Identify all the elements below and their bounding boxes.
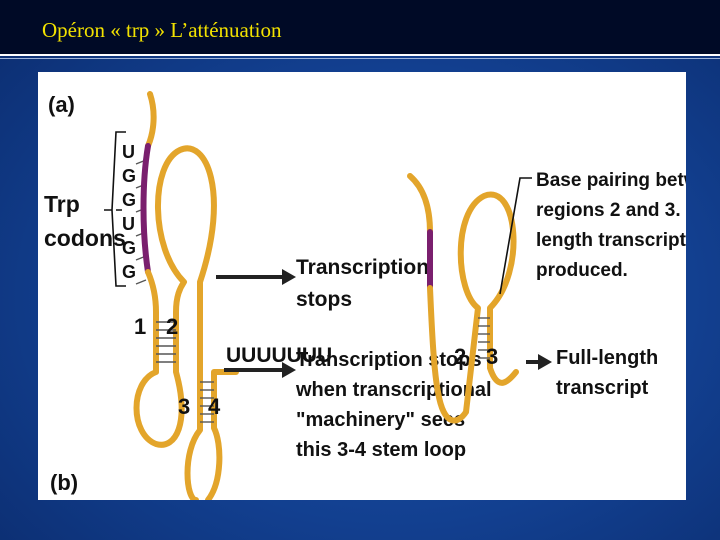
- stop-text-line-2: stops: [296, 288, 352, 311]
- region-3-label: 3: [178, 394, 190, 419]
- trp-label: Trp: [44, 191, 80, 217]
- trp-codon-segment: [144, 146, 149, 272]
- attenuation-figure: (a) (b) Trp codons U G G U G G: [38, 72, 686, 500]
- stop-arrow-head: [282, 269, 296, 285]
- region-2-label: 2: [166, 314, 178, 339]
- codon-letter: G: [122, 238, 136, 258]
- codon-letters: U G G U G G: [122, 142, 136, 282]
- codon-letter: U: [122, 214, 135, 234]
- pairing-note: Base pairing between regions 2 and 3. Fu…: [536, 170, 686, 281]
- slide-title: Opéron « trp » L’atténuation: [42, 18, 282, 43]
- codon-letter: G: [122, 262, 136, 282]
- attenuation-diagram: (a) (b) Trp codons U G G U G G: [38, 72, 686, 500]
- region-1-label: 1: [134, 314, 146, 339]
- region-2-right-label: 2: [454, 344, 466, 369]
- panel-a-label: (a): [48, 92, 75, 117]
- full-length-arrow-head: [538, 354, 552, 370]
- codon-letter: G: [122, 190, 136, 210]
- pairing-note-line: length transcript: [536, 230, 686, 251]
- codon-letter: G: [122, 166, 136, 186]
- full-length-line-1: Full-length: [556, 347, 658, 369]
- full-length-line-2: transcript: [556, 377, 649, 399]
- title-divider: [0, 54, 720, 56]
- pairing-note-line: regions 2 and 3. Full-: [536, 200, 686, 221]
- title-divider-thin: [0, 58, 720, 59]
- region-3-right-label: 3: [486, 344, 498, 369]
- region-4-label: 4: [208, 394, 221, 419]
- attenuator-text-line: this 3-4 stem loop: [296, 439, 466, 461]
- attenuator-text-line: "machinery" sees: [296, 409, 465, 431]
- leader-rna-5prime: [148, 94, 154, 146]
- attenuator-text-line: when transcriptional: [295, 379, 492, 401]
- codon-letter: U: [122, 142, 135, 162]
- stop-text-line-1: Transcription: [296, 256, 429, 279]
- antiterminator-rna-5prime: [410, 176, 430, 232]
- pairing-note-line: Base pairing between: [536, 170, 686, 191]
- pairing-note-line: produced.: [536, 260, 628, 281]
- panel-b-label: (b): [50, 470, 78, 495]
